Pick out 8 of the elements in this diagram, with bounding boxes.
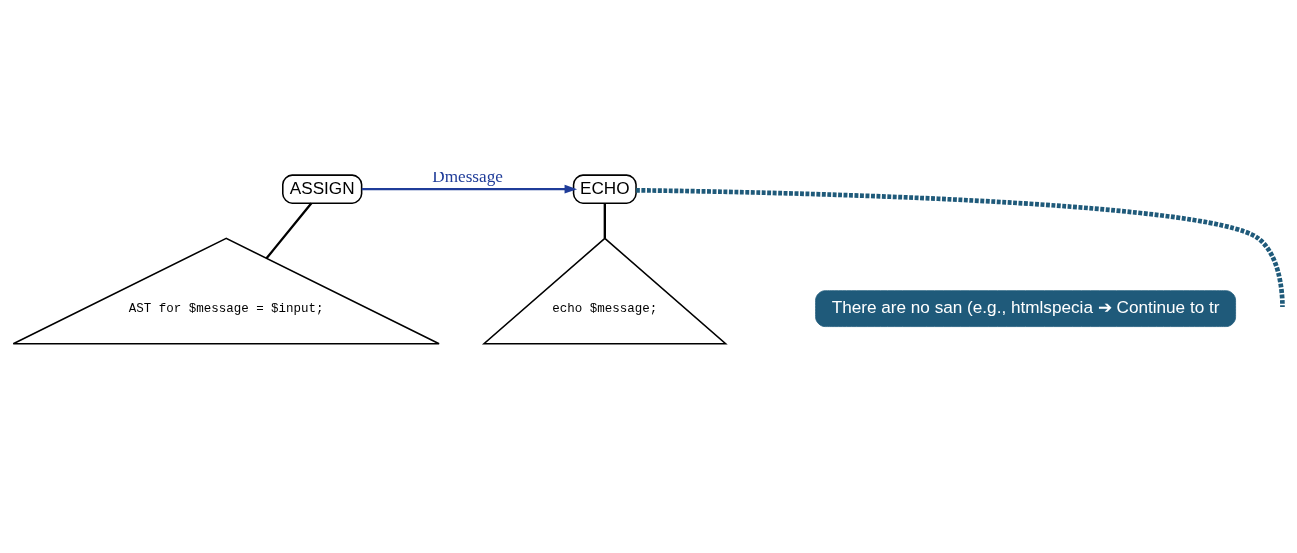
connector [636,187,1285,307]
edge-label: Dmessage [432,166,503,186]
connector [265,202,313,259]
node-box: ECHO [572,173,637,204]
connector [603,202,606,238]
node-box: There are no san (e.g., htmlspecia ➔ Continue to tr [815,289,1236,327]
arrow [361,184,578,194]
node-box: ASSIGN [282,173,363,204]
